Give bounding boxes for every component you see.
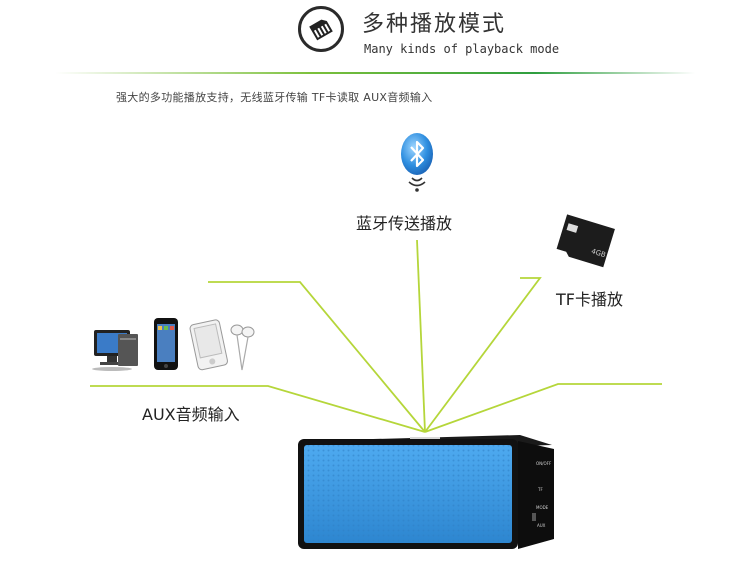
mp4-player-icon — [189, 319, 228, 371]
earphones-icon — [230, 324, 255, 371]
mode-label-tf-card: TF卡播放 — [556, 290, 623, 309]
speaker-button-aux: AUX — [537, 523, 546, 528]
page-title: 多种播放模式 — [362, 12, 507, 37]
bluetooth-icon — [401, 133, 433, 192]
line-right — [424, 383, 662, 433]
speaker-button-power: ON/OFF — [536, 461, 552, 466]
speaker-button-mode: MODE — [536, 505, 549, 510]
line-left-upper — [208, 281, 426, 433]
line-left-aux — [90, 385, 426, 433]
page-subtitle: 强大的多功能播放支持，无线蓝牙传输 TF卡读取 AUX音频输入 — [116, 91, 433, 104]
devices-icon — [92, 318, 255, 371]
line-bluetooth — [416, 239, 426, 433]
tf-card-icon: 4GB — [556, 214, 615, 268]
page-title-english: Many kinds of playback mode — [364, 42, 560, 56]
speaker-button-tf: TF — [537, 487, 543, 492]
computer-icon — [92, 330, 138, 371]
speaker-illustration: ON/OFF TF MODE AUX — [298, 435, 554, 549]
header-divider — [55, 72, 695, 74]
sd-card-logo-icon — [309, 19, 333, 41]
mode-label-aux: AUX音频输入 — [142, 405, 240, 424]
line-tf-card — [424, 277, 542, 433]
bluetooth-speaker: ON/OFF TF MODE AUX — [296, 433, 558, 553]
phone-icon — [154, 318, 178, 370]
header-logo-icon — [298, 6, 344, 52]
mode-label-bluetooth: 蓝牙传送播放 — [356, 214, 453, 233]
